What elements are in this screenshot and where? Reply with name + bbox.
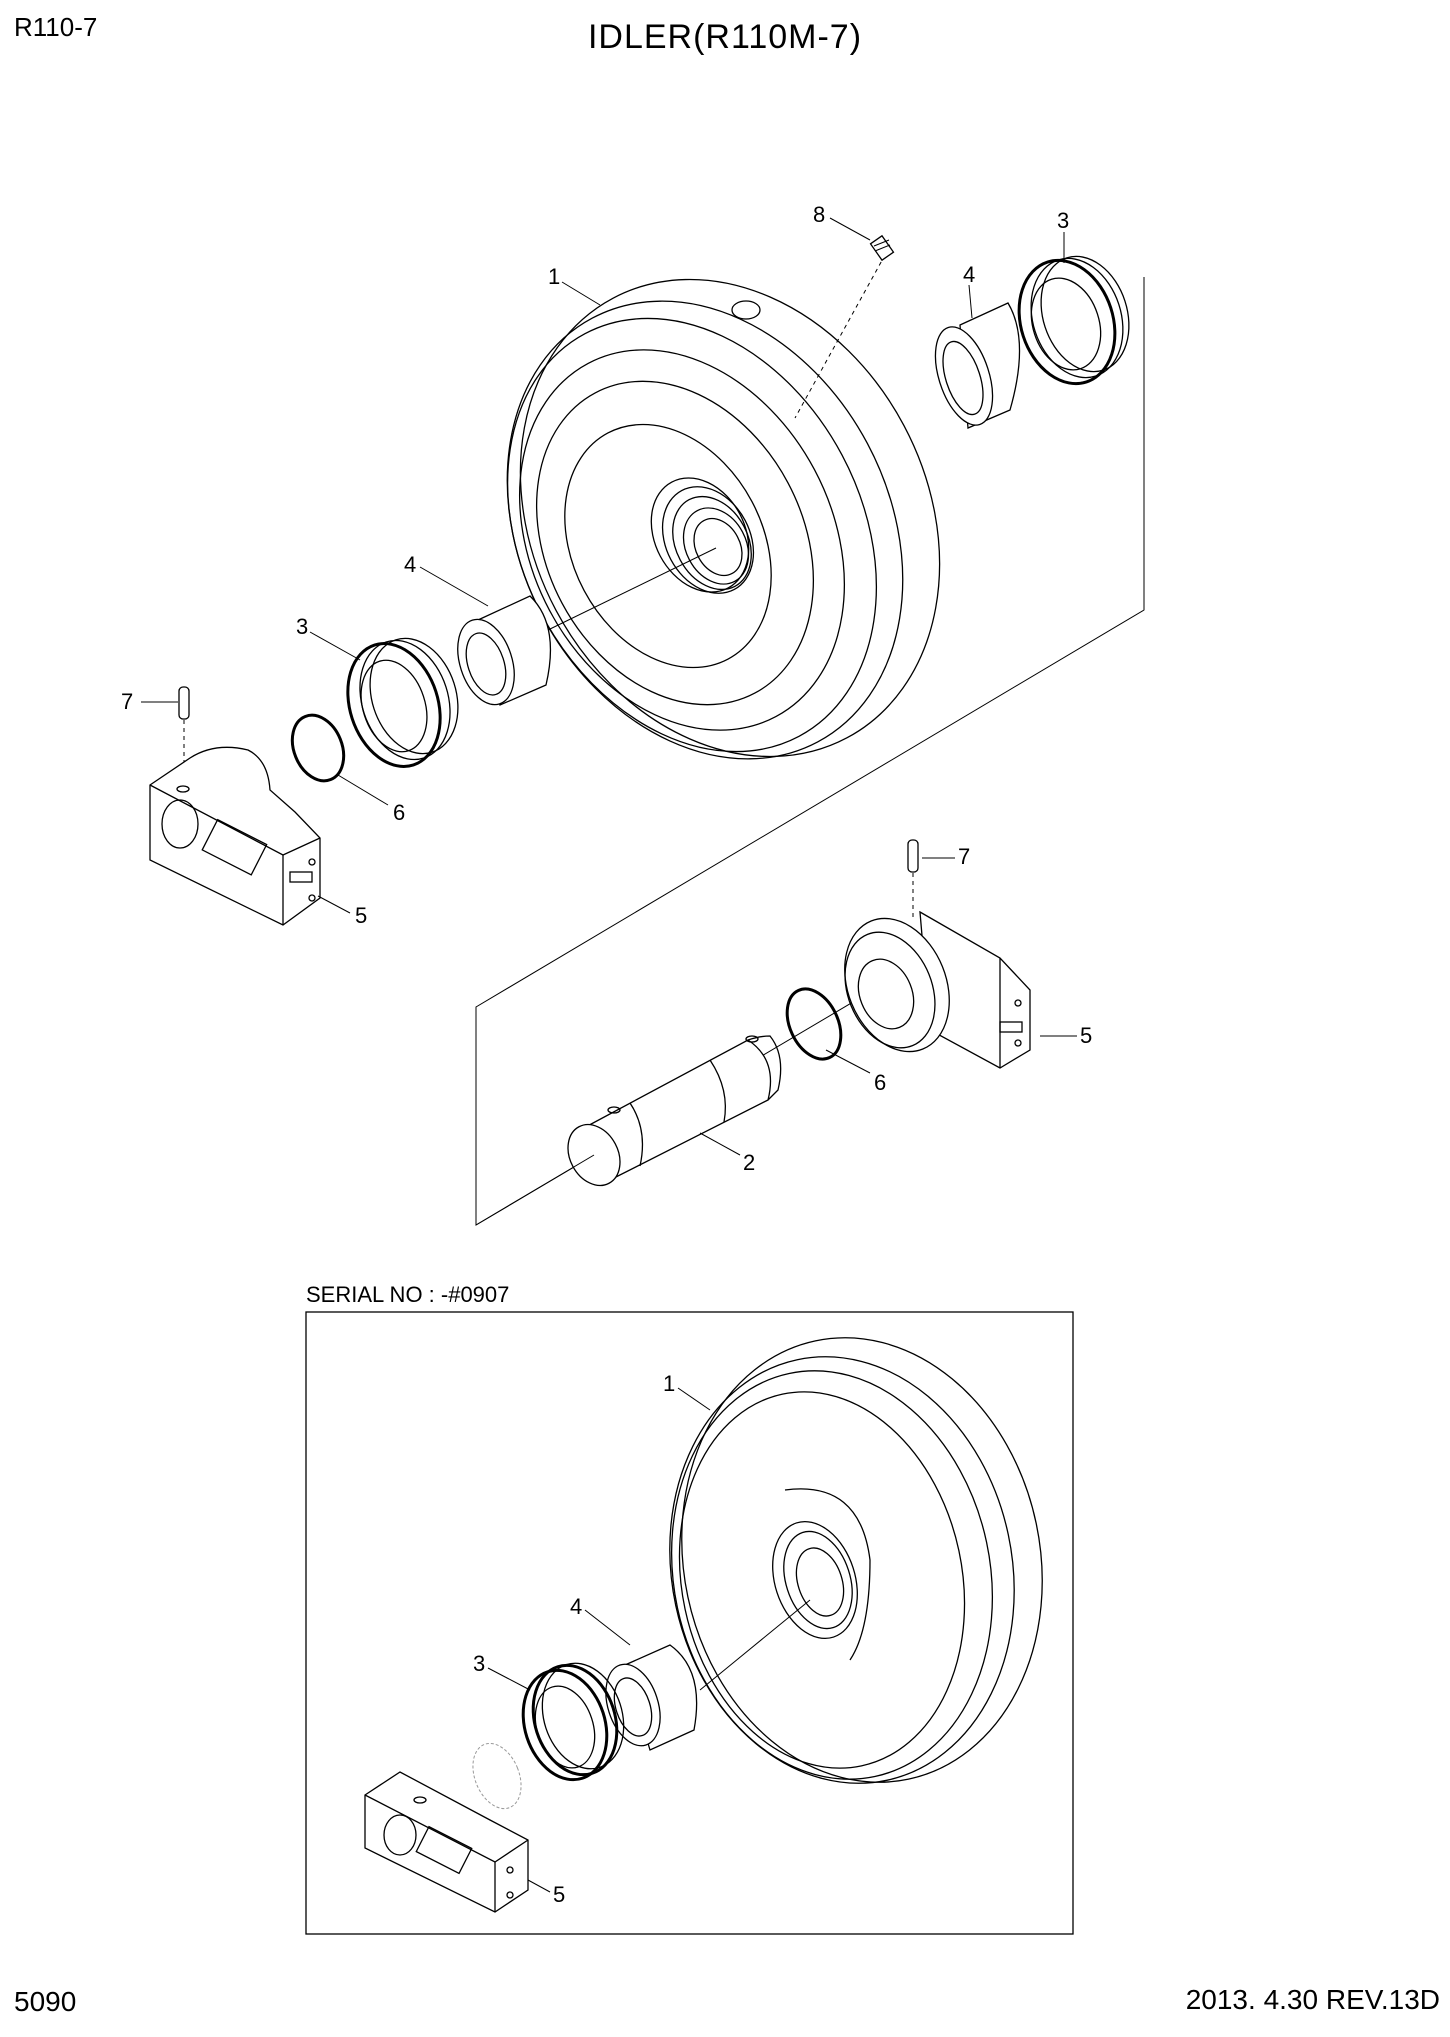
- inset-seal: [521, 1662, 625, 1782]
- seal-upper-right: [1017, 255, 1130, 386]
- callout-1: 1: [548, 264, 560, 289]
- inset-callout-3: 3: [473, 1651, 485, 1676]
- inset-box: [305, 1311, 1074, 1935]
- callout-7-right: 7: [958, 844, 970, 869]
- callout-7-left: 7: [121, 689, 133, 714]
- shaft: [475, 1035, 782, 1226]
- page-title: IDLER(R110M-7): [587, 18, 863, 56]
- inset-o-ring: [472, 1742, 522, 1810]
- assembly-frame-lines: [475, 277, 1145, 1226]
- model-label: R110-7: [14, 12, 98, 42]
- callout-6-left: 6: [393, 800, 405, 825]
- callouts-inset: 1 3 4 5: [473, 1371, 675, 1907]
- inset-callout-4: 4: [570, 1594, 582, 1619]
- inset-bracket: [364, 1771, 529, 1913]
- seal-upper-left: [346, 637, 459, 768]
- leader-lines-upper: [141, 217, 1077, 1156]
- callout-4-upper-left: 4: [404, 552, 416, 577]
- leader-lines-inset: [487, 1387, 711, 1893]
- page-number: 5090: [14, 1986, 77, 2017]
- callout-6-right: 6: [874, 1070, 886, 1095]
- callouts-upper: 1 2 3 3 4 4 5 5 6 6 7 7 8: [121, 202, 1092, 1175]
- bushing-upper-right: [934, 302, 1021, 429]
- callout-5-left: 5: [355, 903, 367, 928]
- serial-caption: SERIAL NO : -#0907: [306, 1282, 510, 1307]
- pin-upper-left: [178, 686, 190, 785]
- idler-wheel: [506, 254, 941, 760]
- callout-3-upper-right: 3: [1057, 208, 1069, 233]
- o-ring-upper-left: [290, 713, 346, 783]
- bracket-upper-left: [149, 746, 321, 926]
- inset-idler-wheel: [669, 1337, 1043, 1784]
- inset-callout-5: 5: [553, 1882, 565, 1907]
- inset-callout-1: 1: [663, 1371, 675, 1396]
- plug: [869, 234, 895, 262]
- callout-4-upper-right: 4: [963, 262, 975, 287]
- inset-bushing: [605, 1599, 811, 1751]
- pin-lower-right: [907, 839, 919, 918]
- callout-2: 2: [743, 1150, 755, 1175]
- callout-8: 8: [813, 202, 825, 227]
- callout-5-right: 5: [1080, 1023, 1092, 1048]
- callout-3-upper-left: 3: [296, 614, 308, 639]
- o-ring-lower-right: [785, 987, 843, 1061]
- revision-label: 2013. 4.30 REV.13D: [1185, 1984, 1440, 2015]
- bushing-upper-left: [457, 547, 717, 706]
- bracket-lower-right: [844, 910, 1031, 1069]
